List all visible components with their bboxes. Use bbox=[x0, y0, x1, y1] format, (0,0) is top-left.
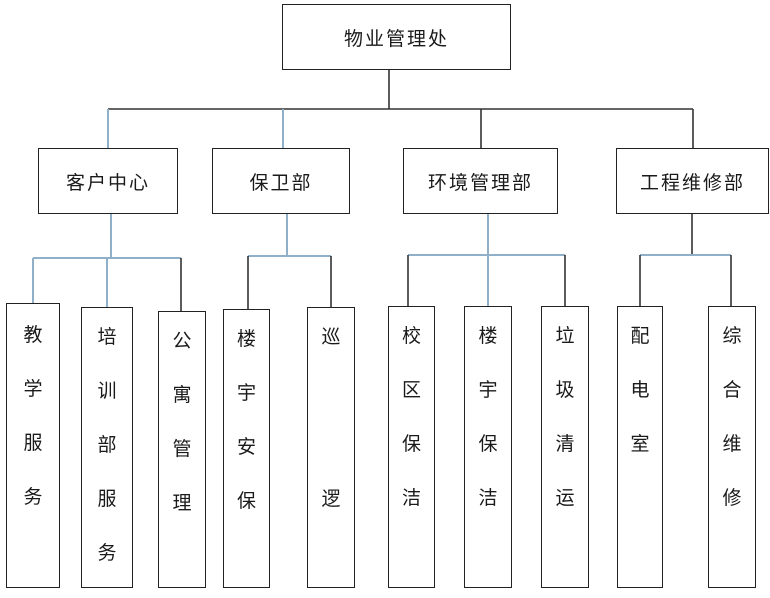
unit-glyph: 逻 bbox=[321, 488, 341, 510]
unit-node: 培训部服务 bbox=[81, 307, 133, 588]
unit-node: 楼宇保洁 bbox=[464, 306, 512, 588]
unit-glyph: 务 bbox=[23, 486, 43, 508]
unit-label: 校区保洁 bbox=[402, 327, 421, 543]
unit-glyph: 巡 bbox=[321, 326, 341, 348]
unit-glyph: 室 bbox=[630, 433, 650, 455]
unit-glyph: 保 bbox=[478, 433, 498, 455]
unit-glyph: 配 bbox=[630, 325, 650, 347]
unit-glyph: 区 bbox=[401, 379, 421, 401]
unit-glyph: 管 bbox=[172, 438, 192, 460]
unit-glyph: 综 bbox=[722, 325, 742, 347]
root-label: 物业管理处 bbox=[343, 27, 449, 50]
unit-glyph: 楼 bbox=[478, 325, 498, 347]
dept-label: 保卫部 bbox=[249, 171, 313, 194]
unit-node: 垃圾清运 bbox=[541, 306, 589, 588]
unit-glyph: 务 bbox=[97, 542, 117, 564]
unit-glyph: 垃 bbox=[555, 325, 575, 347]
unit-glyph: 服 bbox=[23, 432, 43, 454]
unit-node: 巡逻 bbox=[307, 307, 355, 588]
unit-label: 楼宇安保 bbox=[237, 330, 256, 546]
unit-glyph: 合 bbox=[722, 379, 742, 401]
unit-node: 楼宇安保 bbox=[223, 309, 270, 588]
unit-glyph: 培 bbox=[97, 326, 117, 348]
unit-node: 公寓管理 bbox=[158, 311, 206, 588]
unit-glyph: 教 bbox=[23, 324, 43, 346]
unit-glyph: 保 bbox=[401, 433, 421, 455]
unit-node: 校区保洁 bbox=[388, 306, 435, 588]
unit-label: 垃圾清运 bbox=[555, 327, 574, 543]
unit-glyph: 维 bbox=[722, 433, 742, 455]
unit-glyph: 保 bbox=[236, 490, 256, 512]
unit-glyph: 宇 bbox=[478, 379, 498, 401]
unit-glyph: 学 bbox=[23, 378, 43, 400]
dept-node-environment: 环境管理部 bbox=[403, 148, 558, 214]
connector-lines bbox=[32, 70, 732, 311]
unit-glyph: 训 bbox=[97, 380, 117, 402]
unit-glyph: 运 bbox=[555, 487, 575, 509]
unit-glyph: 修 bbox=[722, 487, 742, 509]
unit-glyph: 安 bbox=[236, 436, 256, 458]
dept-node-engineering: 工程维修部 bbox=[616, 148, 769, 214]
unit-glyph: 部 bbox=[97, 434, 117, 456]
unit-glyph: 电 bbox=[630, 379, 650, 401]
unit-node: 配电室 bbox=[617, 306, 663, 588]
unit-glyph: 圾 bbox=[555, 379, 575, 401]
unit-label: 培训部服务 bbox=[97, 328, 116, 598]
unit-label: 综合维修 bbox=[722, 327, 741, 543]
unit-glyph: 校 bbox=[401, 325, 421, 347]
unit-glyph: 宇 bbox=[236, 382, 256, 404]
unit-node: 综合维修 bbox=[708, 306, 756, 588]
dept-label: 环境管理部 bbox=[427, 171, 533, 194]
unit-glyph: 清 bbox=[555, 433, 575, 455]
dept-node-customer-center: 客户中心 bbox=[38, 148, 178, 214]
unit-glyph: 洁 bbox=[401, 487, 421, 509]
dept-label: 工程维修部 bbox=[639, 171, 745, 194]
dept-node-security: 保卫部 bbox=[212, 148, 350, 214]
unit-label: 楼宇保洁 bbox=[478, 327, 497, 543]
unit-glyph: 楼 bbox=[236, 328, 256, 350]
unit-glyph: 洁 bbox=[478, 487, 498, 509]
unit-glyph: 理 bbox=[172, 492, 192, 514]
unit-glyph: 服 bbox=[97, 488, 117, 510]
root-node: 物业管理处 bbox=[282, 4, 511, 70]
unit-label: 教学服务 bbox=[23, 326, 42, 542]
unit-label: 配电室 bbox=[630, 327, 649, 489]
unit-label: 巡逻 bbox=[321, 328, 340, 544]
unit-label: 公寓管理 bbox=[172, 332, 191, 548]
dept-label: 客户中心 bbox=[65, 171, 150, 194]
org-chart: 物业管理处 客户中心 保卫部 环境管理部 工程维修部 教学服务 培训部服务 公寓… bbox=[6, 4, 769, 588]
unit-node: 教学服务 bbox=[6, 303, 60, 588]
unit-glyph: 寓 bbox=[172, 384, 192, 406]
unit-glyph: 公 bbox=[172, 330, 192, 352]
